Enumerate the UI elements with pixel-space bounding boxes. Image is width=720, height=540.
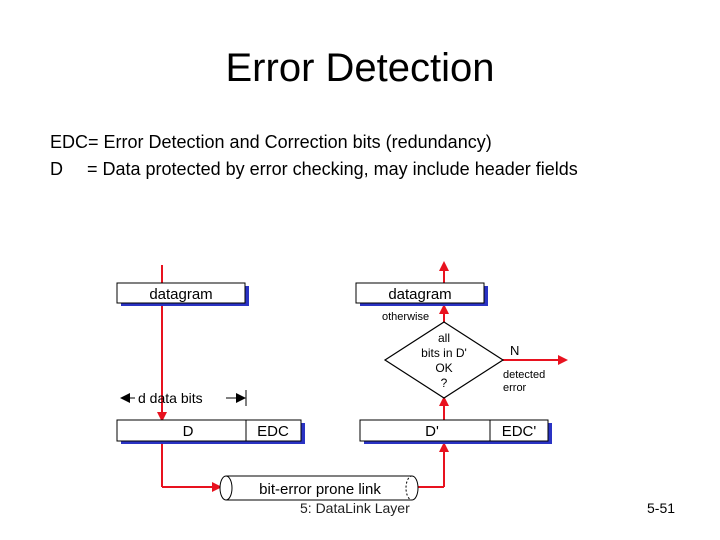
decision-line-4: ? <box>441 376 448 390</box>
error-label: error <box>503 382 527 394</box>
receiver-edc-label: EDC' <box>502 423 537 440</box>
sender-datagram-label: datagram <box>149 286 212 303</box>
receiver-d-label: D' <box>425 423 439 440</box>
receiver-datagram-label: datagram <box>388 286 451 303</box>
footer-page-number: 5-51 <box>647 500 676 516</box>
no-branch-label: N <box>510 343 519 358</box>
d-data-bits-indicator: d data bits <box>120 390 247 406</box>
sender-frame: D EDC <box>116 419 305 444</box>
edc-definition: EDC= Error Detection and Correction bits… <box>50 132 492 152</box>
slide-title: Error Detection <box>225 46 495 90</box>
receiver-frame: D' EDC' <box>359 419 552 444</box>
bit-error-link: bit-error prone link <box>219 475 419 501</box>
sender-edc-label: EDC <box>257 423 289 440</box>
flow-lines <box>157 261 568 492</box>
decision-line-2: bits in D' <box>421 346 467 360</box>
decision-line-3: OK <box>435 361 452 375</box>
detected-label: detected <box>503 369 545 381</box>
footer-layer-label: 5: DataLink Layer <box>300 500 410 516</box>
otherwise-label: otherwise <box>382 311 429 323</box>
d-data-bits-label: d data bits <box>138 390 203 406</box>
decision-line-1: all <box>438 331 450 345</box>
receiver-datagram-box: datagram <box>355 282 488 306</box>
link-label: bit-error prone link <box>259 481 381 498</box>
d-symbol: D <box>50 159 63 179</box>
decision-diamond: all bits in D' OK ? <box>383 321 505 399</box>
sender-d-label: D <box>183 423 194 440</box>
sender-datagram-box: datagram <box>116 282 249 306</box>
d-definition: = Data protected by error checking, may … <box>87 159 578 179</box>
